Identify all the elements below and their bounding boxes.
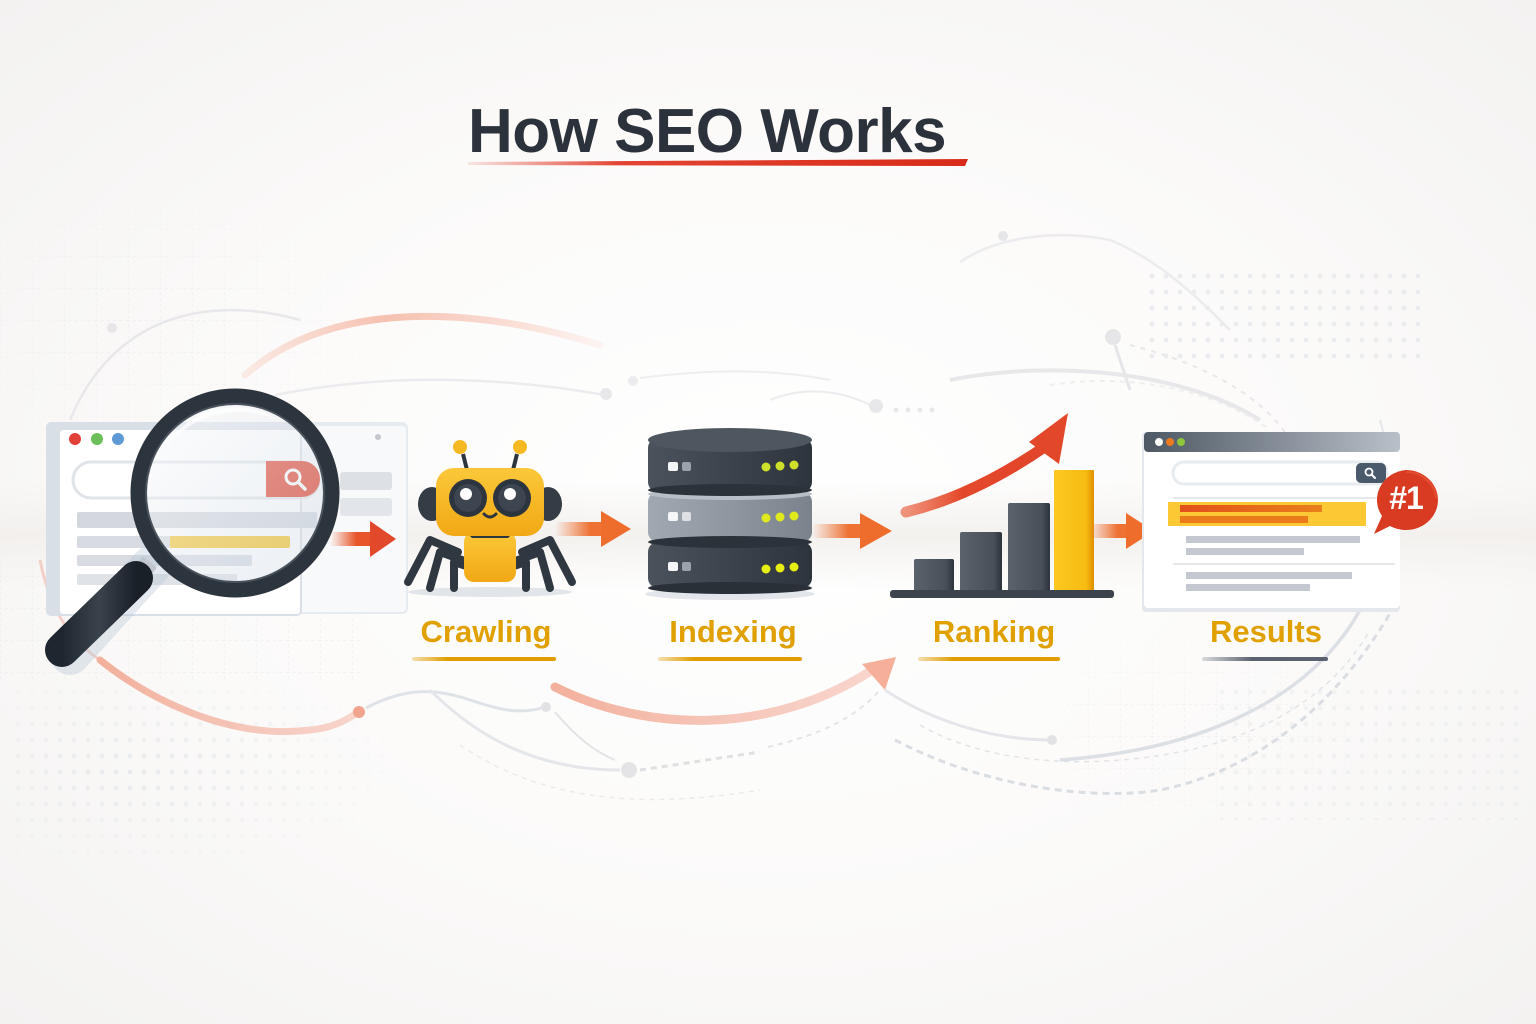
top-result-highlight (1168, 502, 1366, 526)
flow-arrow-4 (1088, 513, 1154, 549)
spider-robot-icon (404, 440, 576, 597)
bar-4-highlight (1054, 470, 1094, 592)
step-label-results: Results (1210, 614, 1322, 649)
rank-number-one-badge: #1 (1368, 468, 1442, 536)
magnifier-icon (45, 388, 340, 675)
underline-results (1202, 657, 1328, 661)
bar-2 (960, 532, 1002, 592)
step-label-crawling: Crawling (420, 614, 552, 649)
bar-1 (914, 559, 954, 592)
window-min-dot (112, 433, 124, 445)
step-search-illustration (45, 388, 408, 675)
step-label-ranking: Ranking (932, 614, 1056, 649)
step-label-indexing: Indexing (669, 614, 797, 649)
flow-arrow-1 (330, 521, 396, 557)
page-title: How SEO Works (468, 97, 947, 166)
search-results-browser-icon (1142, 432, 1400, 612)
server-led-row-2 (668, 511, 799, 523)
title-underline (468, 159, 968, 166)
server-stack-icon (645, 428, 815, 600)
rising-bar-chart-icon (890, 413, 1114, 598)
underline-ranking (918, 657, 1060, 661)
bar-3 (1008, 503, 1050, 592)
results-search-icon (1356, 463, 1386, 483)
window-max-dot (91, 433, 103, 445)
underline-indexing (658, 657, 802, 661)
server-led-row-3 (668, 562, 799, 574)
underline-crawling (412, 657, 556, 661)
rank-badge-text: #1 (1389, 480, 1424, 516)
flow-arrow-3 (812, 513, 892, 549)
window-close-dot (69, 433, 81, 445)
flow-arrow-2 (555, 511, 631, 547)
title-block: How SEO Works (468, 96, 968, 176)
server-led-row-1 (668, 460, 799, 472)
